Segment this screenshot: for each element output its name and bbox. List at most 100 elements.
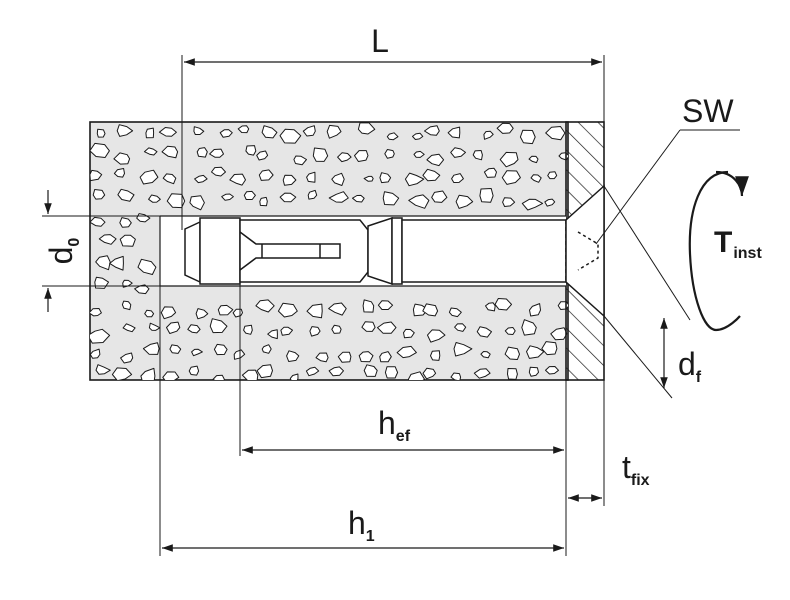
- aggregate-stone: [326, 124, 342, 139]
- dimension-h1: h1: [159, 286, 564, 556]
- aggregate-stone: [137, 258, 157, 275]
- aggregate-stone: [280, 326, 293, 336]
- aggregate-stone: [162, 173, 177, 185]
- aggregate-stone: [361, 321, 376, 332]
- aggregate-stone: [241, 369, 259, 380]
- aggregate-stone: [528, 366, 539, 377]
- aggregate-stone: [448, 307, 462, 318]
- aggregate-stone: [195, 308, 209, 320]
- aggregate-stone: [504, 327, 516, 335]
- dimension-hef: hef: [239, 284, 567, 556]
- aggregate-stone: [193, 126, 205, 135]
- aggregate-stone: [267, 329, 278, 340]
- aggregate-stone: [377, 300, 394, 310]
- aggregate-stone: [306, 303, 323, 319]
- aggregate-stone: [289, 373, 299, 380]
- aggregate-stone: [413, 150, 425, 158]
- aggregate-stone: [379, 351, 392, 363]
- dimension-L: L: [181, 23, 605, 230]
- aggregate-stone: [362, 299, 375, 313]
- aggregate-stone: [504, 346, 520, 360]
- aggregate-stone: [483, 167, 497, 178]
- aggregate-stone: [396, 345, 417, 359]
- aggregate-stone: [113, 152, 131, 165]
- label-T-inst: Tinst: [714, 226, 762, 262]
- aggregate-stone: [286, 350, 300, 362]
- aggregate-stone: [427, 329, 446, 343]
- aggregate-stone: [243, 190, 256, 200]
- aggregate-stone: [544, 198, 556, 207]
- aggregate-stone: [279, 128, 302, 144]
- aggregate-stone: [309, 326, 321, 337]
- aggregate-stone: [331, 172, 345, 186]
- aggregate-stone: [213, 343, 228, 356]
- anchor-bolt: [184, 184, 605, 318]
- dimension-SW: SW: [595, 93, 740, 245]
- aggregate-stone: [90, 308, 102, 317]
- aggregate-stone: [282, 174, 297, 186]
- aggregate-stone: [196, 147, 208, 158]
- aggregate-stone: [109, 255, 124, 271]
- aggregate-stone: [148, 194, 161, 203]
- aggregate-stone: [403, 328, 415, 339]
- aggregate-stone: [277, 302, 298, 318]
- aggregate-stone: [261, 344, 272, 354]
- aggregate-stone: [119, 217, 132, 228]
- aggregate-stone: [507, 368, 518, 380]
- aggregate-stone: [328, 302, 347, 316]
- aggregate-stone: [545, 126, 566, 141]
- aggregate-stone: [453, 342, 473, 357]
- aggregate-stone: [90, 142, 110, 158]
- aggregate-stone: [501, 170, 521, 185]
- aggregate-stone: [111, 367, 133, 380]
- aggregate-stones: [90, 122, 568, 380]
- aggregate-stone: [212, 374, 225, 380]
- aggregate-stone: [541, 341, 558, 356]
- label-df: df: [678, 346, 702, 386]
- aggregate-stone: [472, 150, 483, 161]
- aggregate-stone: [431, 190, 448, 203]
- label-SW: SW: [682, 93, 734, 129]
- aggregate-stone: [526, 345, 545, 359]
- aggregate-stone: [302, 125, 316, 137]
- aggregate-stone: [337, 152, 352, 163]
- aggregate-stone: [521, 319, 537, 336]
- aggregate-stone: [219, 129, 233, 138]
- aggregate-stone: [259, 196, 268, 207]
- aggregate-stone: [143, 147, 158, 156]
- aggregate-stone: [530, 174, 542, 183]
- aggregate-stone: [148, 322, 161, 331]
- aggregate-stone: [139, 169, 159, 185]
- aggregate-stone: [412, 132, 424, 140]
- aggregate-stone: [194, 174, 208, 184]
- aggregate-stone: [191, 348, 203, 357]
- aggregate-stone: [358, 351, 374, 363]
- aggregate-stone: [95, 364, 111, 375]
- aggregate-stone: [90, 348, 101, 359]
- aggregate-stone: [120, 352, 134, 364]
- aggregate-stone: [312, 147, 329, 162]
- aggregate-stone: [113, 168, 125, 178]
- aggregate-stone: [422, 367, 437, 380]
- aggregate-stone: [424, 125, 440, 136]
- aggregate-stone: [386, 132, 399, 141]
- aggregate-stone: [476, 326, 492, 338]
- aggregate-stone: [92, 189, 106, 200]
- aggregate-stone: [140, 367, 156, 380]
- label-hef: hef: [378, 405, 411, 445]
- aggregate-stone: [96, 128, 106, 138]
- aggregate-stone: [547, 171, 558, 180]
- aggregate-stone: [98, 234, 117, 245]
- aggregate-stone: [95, 255, 111, 271]
- aggregate-stone: [116, 124, 134, 137]
- aggregate-stone: [169, 344, 182, 354]
- aggregate-stone: [258, 169, 274, 181]
- aggregate-stone: [473, 368, 491, 379]
- aggregate-stone: [450, 372, 462, 380]
- aggregate-stone: [519, 129, 536, 145]
- aggregate-stone: [408, 194, 430, 209]
- aggregate-stone: [160, 306, 177, 320]
- aggregate-stone: [229, 173, 246, 186]
- aggregate-stone: [306, 171, 316, 183]
